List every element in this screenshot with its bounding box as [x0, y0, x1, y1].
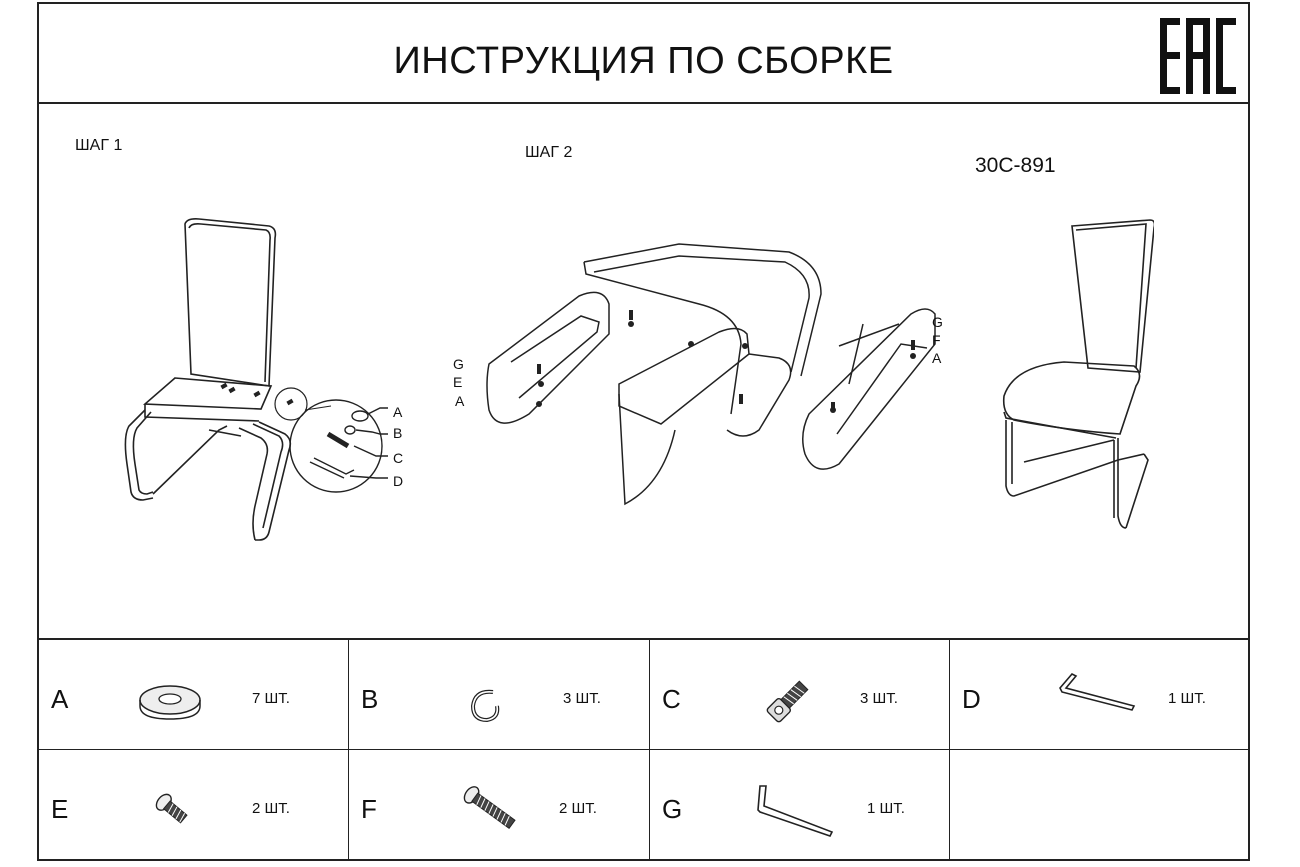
- split-ring-icon: [470, 689, 500, 723]
- part-cell-g: G 1 ШТ.: [650, 750, 950, 861]
- callout-a: A: [393, 404, 403, 420]
- step2-label: ШАГ 2: [525, 144, 573, 161]
- callout-e-left: E: [453, 374, 463, 390]
- callout-g-left: G: [453, 356, 464, 372]
- part-cell-a: A 7 ШТ.: [39, 640, 349, 750]
- part-cell-e: E 2 ШТ.: [39, 750, 349, 861]
- washer-icon: [139, 685, 201, 720]
- part-letter: E: [51, 794, 69, 824]
- short-bolt-icon: [155, 793, 188, 824]
- hex-socket-bolt-icon: [766, 680, 809, 723]
- header: ИНСТРУКЦИЯ ПО СБОРКЕ: [39, 4, 1248, 104]
- part-letter: G: [662, 794, 683, 824]
- part-letter: A: [51, 684, 69, 714]
- long-bolt-icon: [463, 786, 516, 830]
- part-cell-d: D 1 ШТ.: [950, 640, 1250, 750]
- callout-c: C: [393, 450, 404, 466]
- instruction-sheet: ИНСТРУКЦИЯ ПО СБОРКЕ ШАГ 1 ШАГ 2 30С-: [37, 2, 1250, 861]
- parts-table: A 7 ШТ. B 3 ШТ. C: [39, 638, 1250, 861]
- callout-a-left: A: [455, 393, 465, 409]
- callout-a-right: A: [932, 350, 942, 366]
- part-qty: 2 ШТ.: [252, 800, 290, 817]
- part-letter: C: [662, 684, 681, 714]
- part-qty: 2 ШТ.: [559, 800, 597, 817]
- part-cell-b: B 3 ШТ.: [349, 640, 650, 750]
- part-qty: 3 ШТ.: [563, 690, 601, 707]
- hex-key-icon: [1059, 673, 1136, 711]
- eac-mark-icon: [1160, 18, 1236, 94]
- callout-b: B: [393, 425, 403, 441]
- part-letter: D: [962, 684, 981, 714]
- part-qty: 1 ШТ.: [867, 800, 905, 817]
- step1-detail-circle: [289, 399, 388, 493]
- part-qty: 3 ШТ.: [860, 690, 898, 707]
- step2-assembly-illustration: [486, 243, 936, 506]
- part-cell-f: F 2 ШТ.: [349, 750, 650, 861]
- callout-f-right: F: [932, 332, 941, 348]
- part-cell-empty: [950, 750, 1250, 861]
- part-cell-c: C 3 ШТ.: [650, 640, 950, 750]
- part-qty: 7 ШТ.: [252, 690, 290, 707]
- part-qty: 1 ШТ.: [1168, 690, 1206, 707]
- step1-chair-illustration: [124, 218, 332, 541]
- part-letter: F: [361, 794, 377, 824]
- callout-d: D: [393, 473, 404, 489]
- page-title: ИНСТРУКЦИЯ ПО СБОРКЕ: [393, 40, 894, 82]
- finished-chair-illustration: [1002, 219, 1154, 529]
- step1-label: ШАГ 1: [75, 137, 123, 154]
- callout-g-right: G: [932, 314, 943, 330]
- model-number: 30С-891: [975, 154, 1056, 177]
- hex-key-long-icon: [757, 785, 834, 837]
- part-letter: B: [361, 684, 379, 714]
